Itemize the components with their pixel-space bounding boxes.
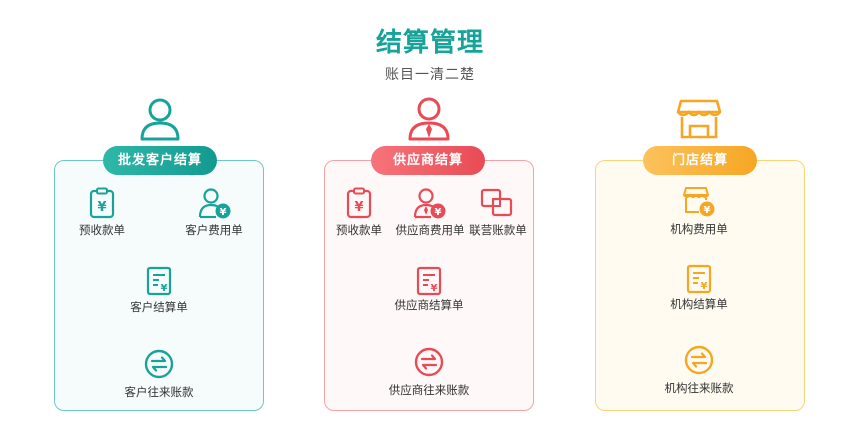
item-advance-receipt: 预收款单 [336, 223, 382, 237]
wholesale-customer-badge: 批发客户结算 [103, 146, 217, 175]
businessman-icon [408, 97, 450, 141]
svg-text:¥: ¥ [220, 207, 227, 218]
svg-text:¥: ¥ [354, 200, 363, 215]
item-advance-receipt: 预收款单 [79, 223, 125, 237]
statement-icon: ¥ [146, 266, 172, 296]
exchange-icon [144, 349, 174, 379]
svg-text:¥: ¥ [435, 207, 442, 218]
item-joint-operation: 联营账款单 [469, 223, 527, 237]
item-customer-accounts: 客户往来账款 [124, 385, 194, 399]
clipboard-yen-icon: ¥ [89, 187, 115, 219]
store-fee-icon: ¥ [683, 187, 715, 217]
svg-text:¥: ¥ [704, 205, 711, 216]
page-subtitle: 账目一清二楚 [385, 67, 475, 83]
item-store-settlement: 机构结算单 [670, 297, 728, 311]
supplier-badge: 供应商结算 [371, 146, 485, 175]
item-customer-settlement: 客户结算单 [130, 300, 188, 314]
store-panel [595, 160, 805, 411]
item-store-fee: 机构费用单 [670, 222, 728, 236]
wholesale-customer-panel [54, 160, 264, 411]
person-icon [140, 98, 180, 141]
customer-fee-icon: ¥ [198, 188, 231, 219]
item-supplier-accounts: 供应商往来账款 [388, 383, 470, 397]
svg-text:¥: ¥ [431, 283, 438, 294]
store-badge: 门店结算 [643, 146, 757, 175]
store-icon [676, 99, 722, 139]
clipboard-yen-icon: ¥ [346, 187, 372, 219]
statement-icon: ¥ [416, 266, 442, 296]
item-supplier-fee: 供应商费用单 [395, 223, 465, 237]
supplier-fee-icon: ¥ [413, 188, 446, 219]
svg-text:¥: ¥ [701, 281, 708, 292]
svg-text:¥: ¥ [97, 200, 106, 215]
item-customer-fee: 客户费用单 [185, 223, 243, 237]
joint-account-icon [480, 188, 513, 217]
svg-text:¥: ¥ [161, 283, 168, 294]
item-supplier-settlement: 供应商结算单 [394, 298, 464, 312]
exchange-icon [414, 347, 444, 377]
statement-icon: ¥ [686, 264, 712, 294]
item-store-accounts: 机构往来账款 [664, 381, 734, 395]
page-title: 结算管理 [375, 28, 484, 58]
exchange-icon [684, 345, 714, 375]
